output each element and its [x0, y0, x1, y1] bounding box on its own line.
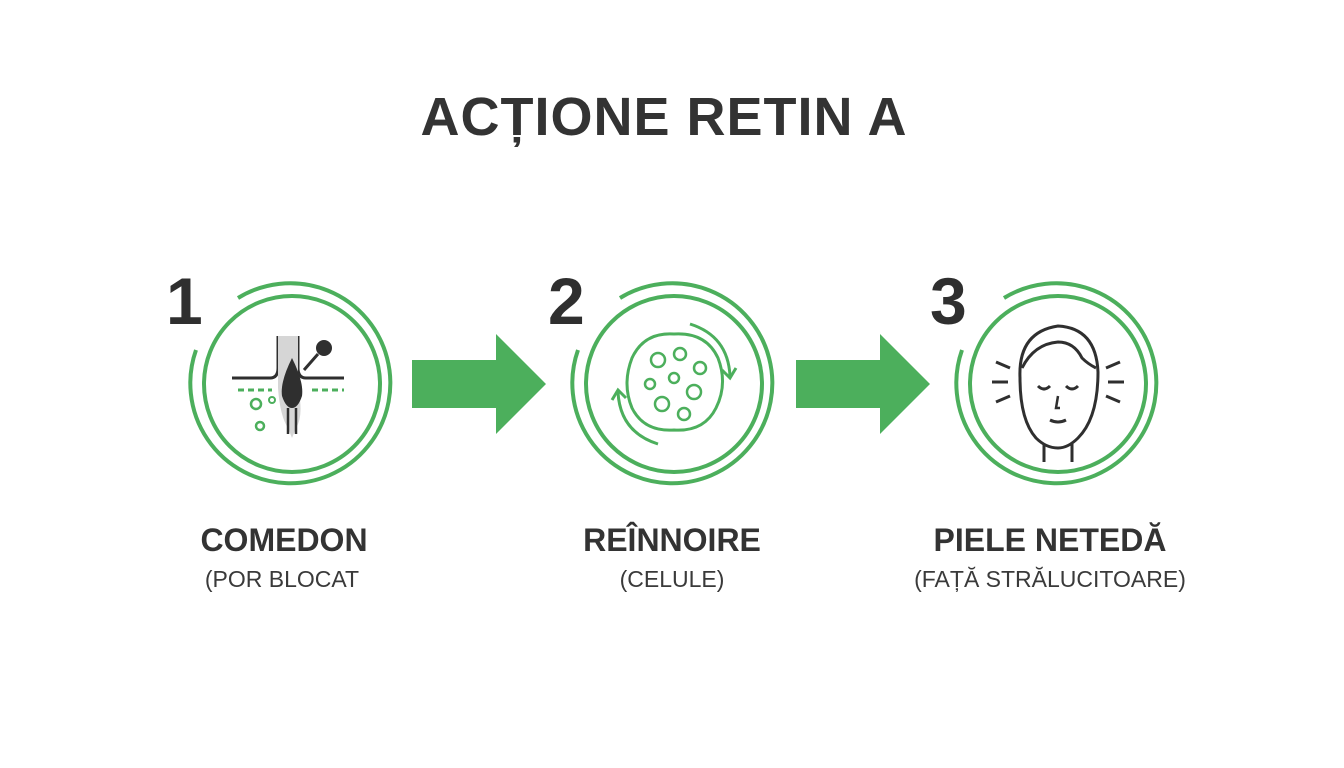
arrow-right-icon	[410, 332, 550, 436]
clogged-pore-icon	[188, 281, 393, 486]
step-1-label: COMEDON	[200, 522, 368, 558]
step-1-circle	[176, 268, 408, 500]
step-2-sublabel: (CELULE)	[619, 566, 725, 592]
cell-renewal-icon	[570, 281, 775, 486]
step-1-sublabel: (POR BLOCAT	[204, 566, 360, 592]
step-2-circle	[558, 268, 790, 500]
step-3-number: 3	[930, 264, 967, 338]
page-title: ACȚIONE RETIN A	[420, 87, 908, 147]
glowing-face-icon	[954, 281, 1159, 486]
step-2-label: REÎNNOIRE	[583, 522, 761, 558]
step-1-number: 1	[166, 264, 203, 338]
arrow-right-icon	[794, 332, 934, 436]
step-2-number: 2	[548, 264, 585, 338]
step-3-label: PIELE NETEDĂ	[933, 522, 1167, 558]
step-3-circle	[942, 268, 1174, 500]
step-3-sublabel: (FAȚĂ STRĂLUCITOARE)	[914, 566, 1186, 592]
